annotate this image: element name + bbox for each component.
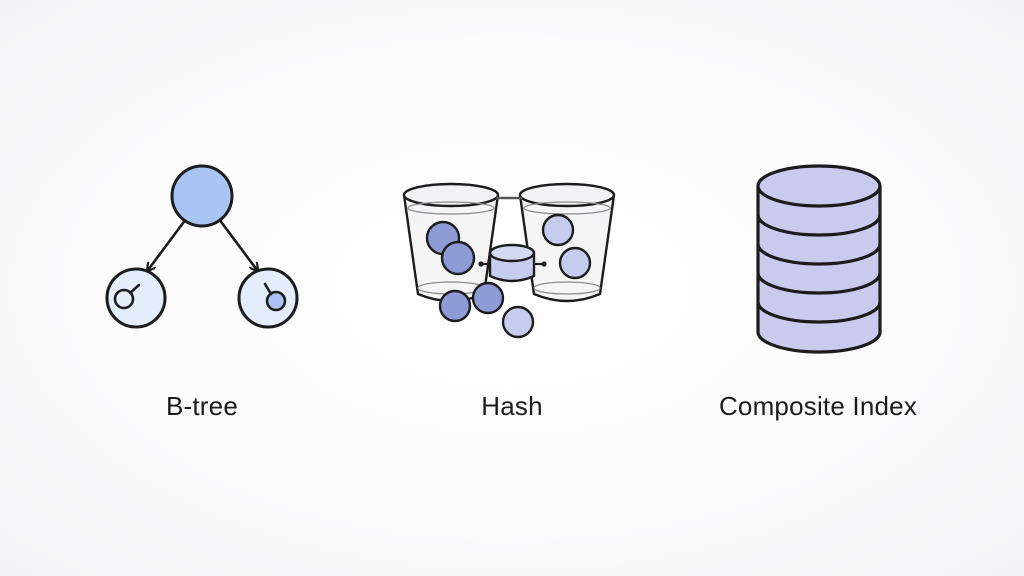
left-arrow xyxy=(148,217,188,270)
hash-item xyxy=(501,305,535,339)
hash-function-icon xyxy=(478,243,547,283)
right-bucket xyxy=(518,182,616,303)
hash-item xyxy=(438,289,472,323)
hash-item xyxy=(440,240,476,276)
right-arrow xyxy=(217,217,257,270)
database-stack-icon xyxy=(756,164,882,354)
hash-buckets-icon xyxy=(402,182,616,339)
hash-item xyxy=(471,281,505,315)
root-node xyxy=(170,164,234,228)
hash-item xyxy=(558,246,592,280)
left-leaf-node xyxy=(105,267,167,329)
hash-item xyxy=(541,213,575,247)
right-leaf-node xyxy=(237,267,299,329)
composite-index-label: Composite Index xyxy=(718,391,918,421)
btree-label: B-tree xyxy=(165,391,238,421)
hash-label: Hash xyxy=(481,391,543,421)
b-tree-icon xyxy=(105,164,299,329)
